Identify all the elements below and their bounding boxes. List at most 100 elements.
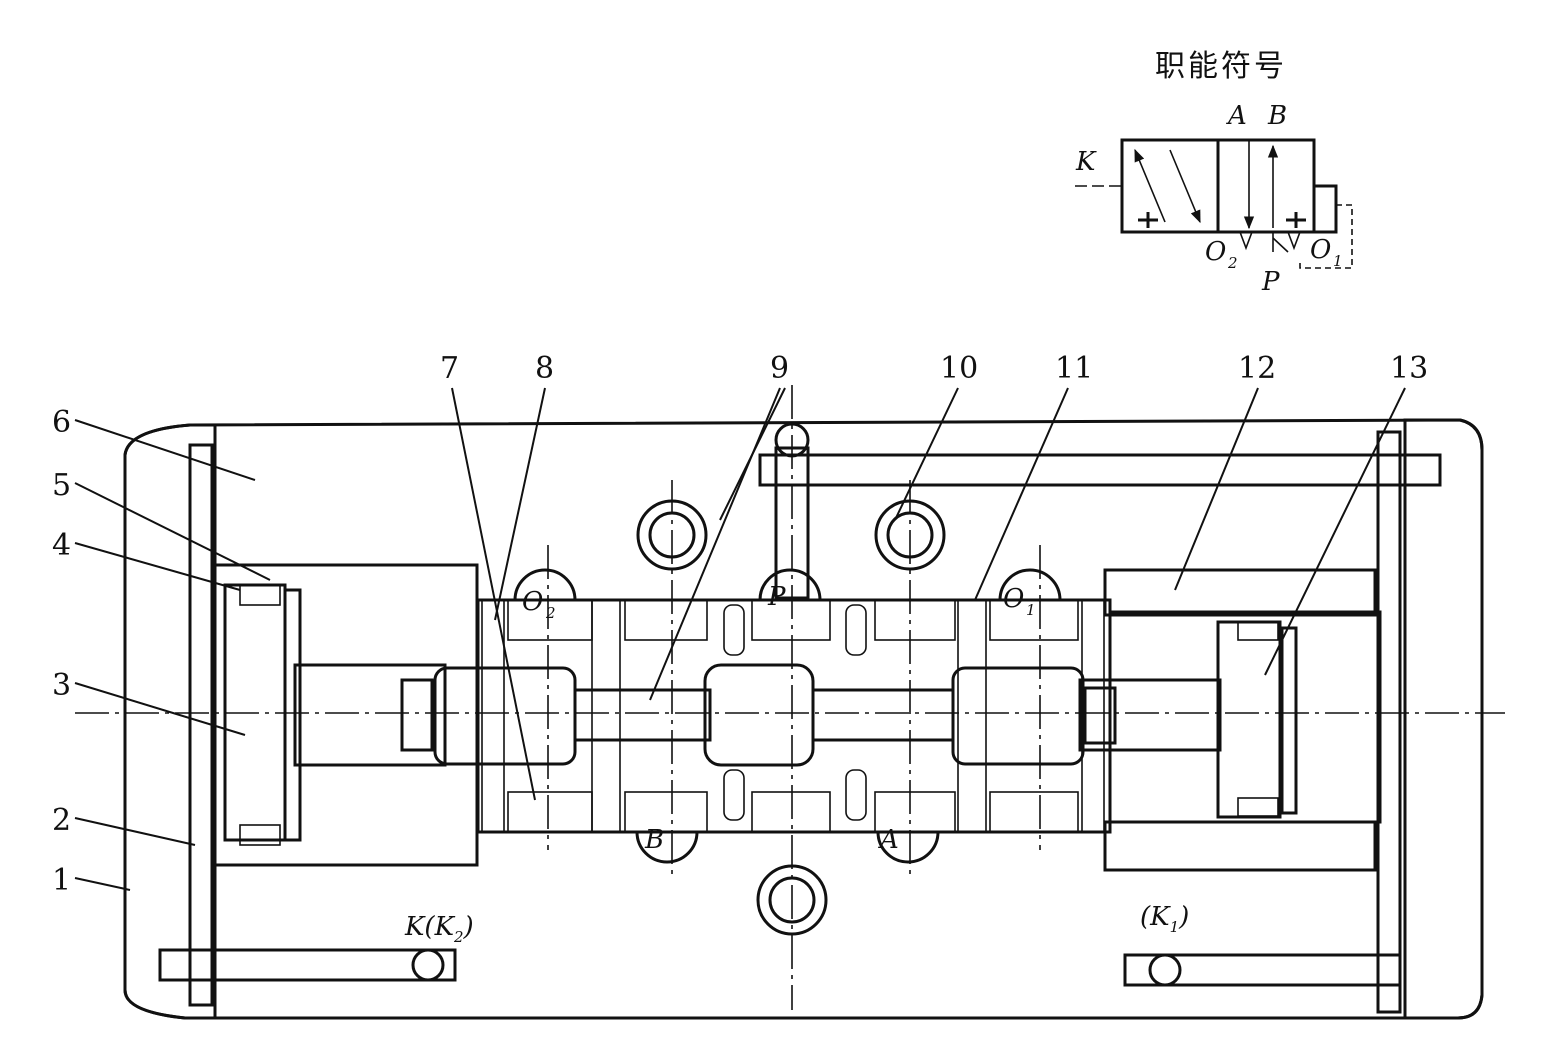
spool-neck-right xyxy=(811,688,955,742)
label-o2-sub: 2 xyxy=(545,604,556,622)
spool-land-left xyxy=(433,666,577,766)
right-gasket xyxy=(1376,430,1402,1014)
sleeve-3-bottom xyxy=(751,791,831,833)
leader-9a xyxy=(649,387,781,701)
sleeve-2-bottom xyxy=(624,791,708,833)
symbol-port-k: K xyxy=(1075,147,1097,177)
leader-2 xyxy=(74,817,196,846)
symbol-exhaust-o1 xyxy=(1287,231,1301,251)
callout-9: 9 xyxy=(770,351,789,386)
callout-3: 3 xyxy=(52,668,71,703)
callout-5: 5 xyxy=(52,468,71,503)
right-piston-seal-top xyxy=(1237,621,1279,641)
spool-land-center xyxy=(703,663,815,767)
sleeve-5-bottom xyxy=(989,791,1079,833)
label-p: P xyxy=(767,582,786,612)
sleeve-4-top xyxy=(874,599,956,641)
symbol-port-o1-sub: 1 xyxy=(1333,252,1343,270)
leader-4 xyxy=(74,542,241,591)
leader-9b xyxy=(719,387,786,521)
right-piston xyxy=(1216,620,1282,819)
left-end-cap xyxy=(123,423,217,1020)
symbol-port-b: B xyxy=(1267,101,1287,131)
callout-1: 1 xyxy=(52,863,71,898)
leader-6 xyxy=(74,419,256,481)
callout-6: 6 xyxy=(52,405,71,440)
sleeve-2-top xyxy=(624,599,708,641)
symbol-port-a: A xyxy=(1226,101,1247,131)
screw-bosses xyxy=(636,499,946,936)
spring-2 xyxy=(723,769,745,821)
functional-symbol: 职能符号 A B K O 2 P O 1 xyxy=(1075,49,1353,297)
spool-neck-left xyxy=(573,688,712,742)
right-piston-chamber xyxy=(1108,610,1382,824)
spool-land-right xyxy=(951,666,1085,766)
left-rod-tip xyxy=(400,678,434,752)
left-gasket xyxy=(188,443,214,1007)
callout-10: 10 xyxy=(940,351,978,386)
k2-hole xyxy=(411,948,445,982)
section-port-labels: O 2 P O 1 B A K(K2) (K1) xyxy=(404,582,1189,946)
symbol-arrow-2 xyxy=(1169,149,1201,224)
symbol-end-block xyxy=(1312,184,1338,234)
leader-10 xyxy=(894,387,959,521)
seal-ring-3 xyxy=(957,599,987,833)
symbol-exhaust-o2 xyxy=(1239,231,1253,251)
callout-13: 13 xyxy=(1390,351,1428,386)
leader-3 xyxy=(74,682,246,736)
valve-body xyxy=(75,385,1505,1020)
left-push-rod xyxy=(293,663,447,767)
callouts: 1 2 3 4 5 6 7 8 9 10 11 12 13 xyxy=(52,351,1428,898)
symbol-port-o2-sub: 2 xyxy=(1227,254,1238,272)
leader-1 xyxy=(74,877,131,891)
hole-o1 xyxy=(998,568,1062,602)
label-b: B xyxy=(644,825,664,855)
right-sleeve-top xyxy=(1103,568,1377,617)
spool-bore xyxy=(476,598,1112,834)
seal-ring-1 xyxy=(481,599,505,833)
symbol-arrow-1 xyxy=(1134,148,1166,223)
sleeve-1-bottom xyxy=(507,791,593,833)
spool xyxy=(293,663,1222,767)
body-outline xyxy=(123,418,1484,1020)
label-o2: O xyxy=(522,587,543,617)
callout-8: 8 xyxy=(535,351,554,386)
callout-7: 7 xyxy=(440,351,459,386)
label-a: A xyxy=(878,825,899,855)
symbol-p-line-2 xyxy=(1272,237,1289,253)
left-piston-seal-bottom xyxy=(239,824,281,846)
label-o1: O xyxy=(1003,584,1024,614)
left-piston-seal-top xyxy=(239,584,281,606)
spring-3 xyxy=(845,604,867,656)
right-piston-plate xyxy=(1280,626,1298,815)
symbol-pilot-line xyxy=(1299,204,1353,269)
right-rod-tip xyxy=(1083,686,1117,745)
symbol-title: 职能符号 xyxy=(1155,49,1287,84)
callout-11: 11 xyxy=(1055,351,1093,386)
right-sleeve-bottom xyxy=(1103,820,1377,872)
symbol-port-o1: O xyxy=(1310,235,1331,265)
left-piston-chamber xyxy=(213,563,479,867)
hole-b xyxy=(635,830,699,864)
bottom-left-bolt xyxy=(158,948,457,982)
label-k1: (K1) xyxy=(1140,902,1189,936)
right-piston-seal-bottom xyxy=(1237,797,1279,817)
seal-ring-2 xyxy=(591,599,621,833)
callout-2: 2 xyxy=(52,803,71,838)
leader-11 xyxy=(974,387,1069,601)
bottom-right-bolt xyxy=(1123,953,1402,987)
label-o1-sub: 1 xyxy=(1026,601,1036,619)
leader-13 xyxy=(1264,387,1406,676)
callout-12: 12 xyxy=(1238,351,1276,386)
leader-7 xyxy=(451,387,536,801)
spring-4 xyxy=(845,769,867,821)
leader-8 xyxy=(494,387,546,621)
right-end-cap xyxy=(1403,418,1484,1020)
symbol-port-p: P xyxy=(1261,267,1280,297)
port-holes xyxy=(513,422,1062,864)
label-k2: K(K2) xyxy=(404,912,474,946)
top-bolt xyxy=(758,453,1442,487)
right-push-rod xyxy=(1078,678,1222,752)
spring-1 xyxy=(723,604,745,656)
